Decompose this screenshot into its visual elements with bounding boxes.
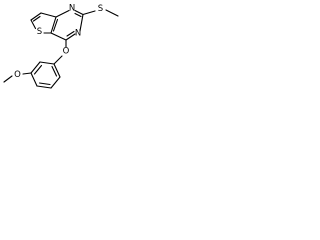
- bond-thiophene-c2-c3-double: [32, 15, 41, 22]
- bond-n3-c4: [65, 33, 76, 41]
- bond-thiophene-c3a-c2: [40, 12, 57, 18]
- atom-s-thioether: S: [98, 4, 103, 14]
- bond-c3a-n1: [55, 9, 70, 18]
- atom-n-bottom: N: [75, 29, 81, 39]
- bond-c2-s-methyl: [82, 10, 96, 16]
- atom-s-thiophene: S: [37, 27, 42, 37]
- bond-phenyl-oxygen-methoxy: [22, 72, 32, 75]
- bond-c7a-c3a-double: [52, 18, 59, 32]
- bond-benzene-4: [36, 85, 52, 89]
- bond-c4-c7a: [50, 32, 67, 41]
- bond-thiophene-c2-c3: [30, 12, 42, 21]
- atom-n-top: N: [69, 4, 75, 14]
- bond-s-methyl: [105, 9, 119, 17]
- bond-thiophene-c3-s: [30, 19, 37, 30]
- chemical-structure: S N S N O O: [3, 4, 119, 89]
- atom-o-methoxy: O: [14, 70, 21, 80]
- bond-benzene-6: [53, 63, 61, 78]
- bond-benzene-2: [30, 61, 41, 74]
- bond-c2-n3: [79, 13, 84, 32]
- bond-n1-c2-double: [74, 12, 82, 18]
- bond-benzene-5: [50, 76, 61, 89]
- bond-n3-c4-double: [66, 30, 75, 37]
- atom-o-ether: O: [63, 47, 70, 57]
- bond-benzene-6-double: [51, 65, 58, 77]
- bond-methoxy-methyl: [3, 75, 13, 83]
- bond-benzene-4-double: [38, 82, 51, 86]
- bond-benzene-2-double: [33, 64, 43, 75]
- bond-oxygen-phenyl: [53, 55, 63, 65]
- bond-benzene-1: [39, 61, 55, 65]
- bond-benzene-3: [30, 72, 38, 87]
- bond-c7a-c3a: [50, 16, 57, 34]
- bond-n1-c2: [74, 9, 84, 16]
